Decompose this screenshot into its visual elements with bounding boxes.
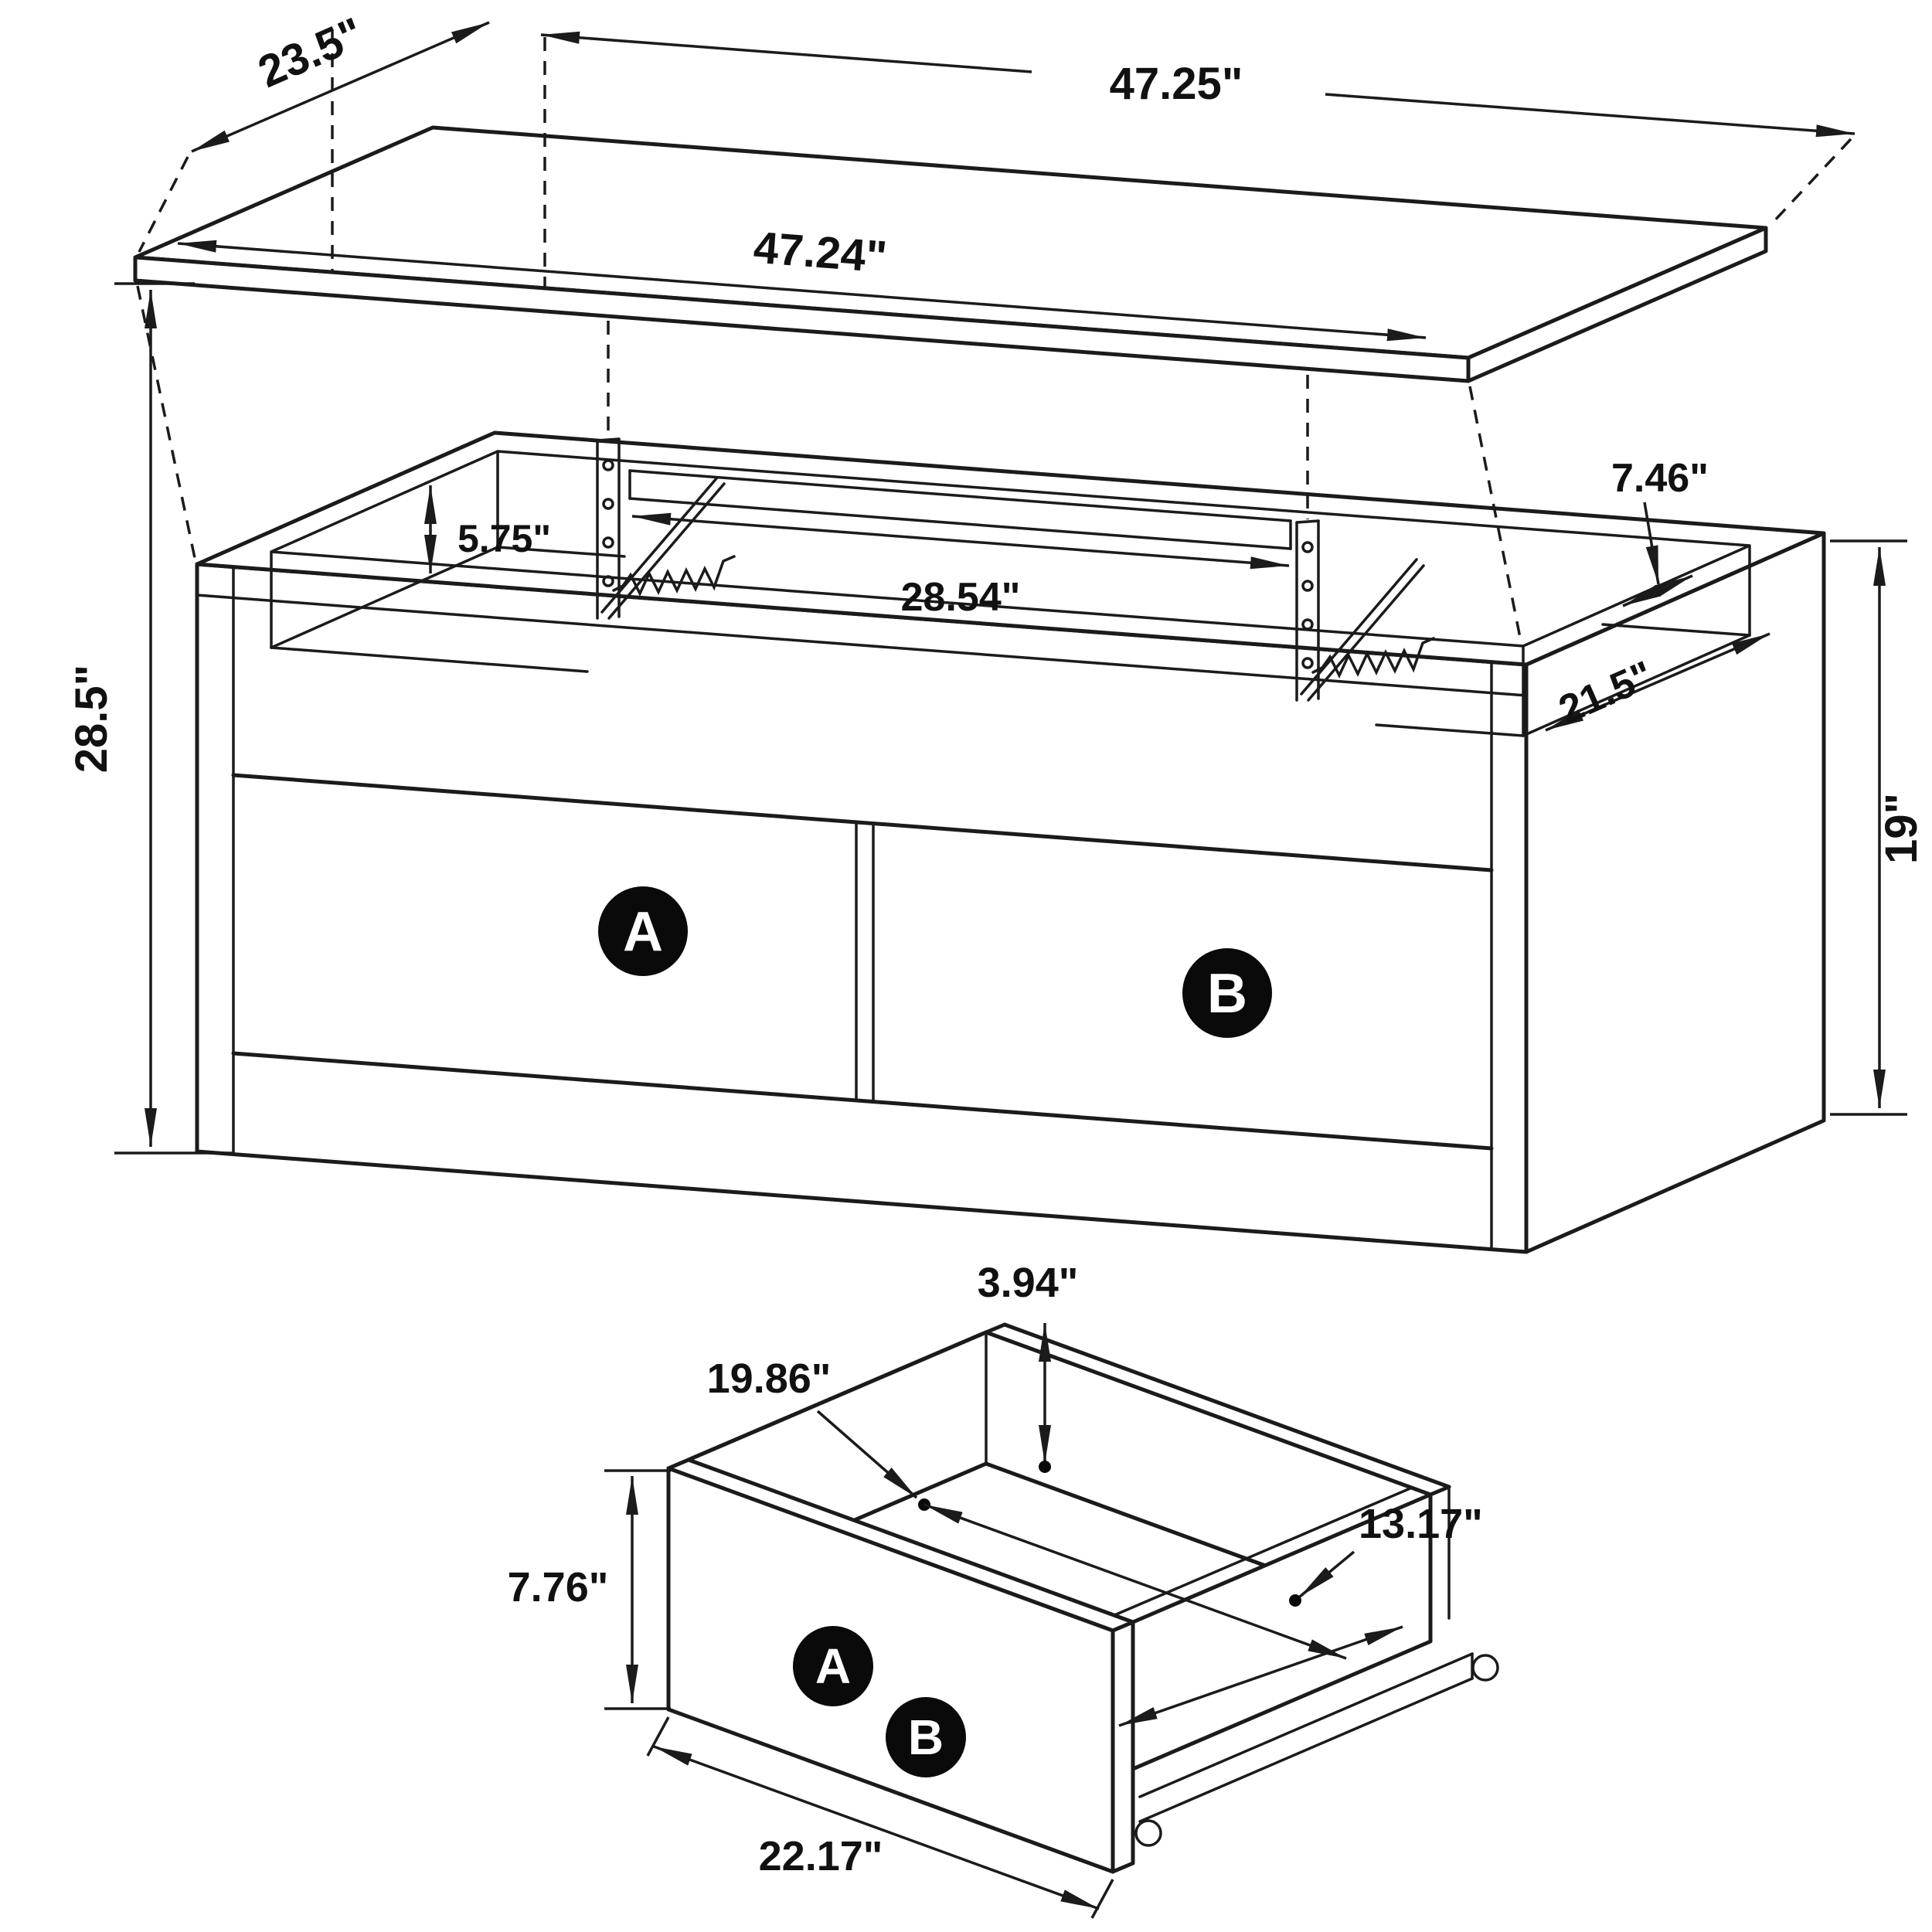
dimension-front-height: 7.76" (508, 1469, 671, 1710)
dim-top-length-label: 47.25" (1110, 59, 1243, 109)
dim-side-ledge-label: 7.46" (1611, 456, 1709, 501)
plank-right-face (1466, 226, 1768, 383)
drawer-a-badge: A (598, 886, 688, 976)
drawer-b-letter: B (1207, 963, 1247, 1025)
dim-back-height-label: 3.94" (978, 1260, 1079, 1306)
drawer-box (666, 1322, 1499, 1874)
body-front-face (195, 562, 1529, 1254)
table-base-body (195, 430, 1826, 1254)
dimension-side-ledge: 7.46" (1611, 456, 1709, 607)
table-top-plank (133, 125, 1768, 383)
drawer-a-badge-bottom: A (793, 1626, 873, 1706)
drawer-b-badge-bottom: B (886, 1697, 966, 1777)
dim-top-depth-label: 23.5" (251, 8, 371, 97)
dimension-back-height: 3.94" (978, 1260, 1079, 1473)
dim-lift-clearance-label: 5.75" (457, 517, 551, 560)
dim-base-height-label: 19" (1876, 793, 1927, 864)
drawer-b-badge: B (1182, 948, 1272, 1038)
drawer-back-panel (984, 1322, 1451, 1628)
dim-top-surface-length-label: 47.24" (752, 223, 889, 283)
dim-interior-depth-label: 13.17" (1359, 1501, 1483, 1547)
rail-wheel-front (1134, 1819, 1162, 1847)
dimension-front-width: 22.17" (646, 1716, 1114, 1919)
dimension-interior-width: 28.54" (631, 512, 1290, 620)
dimension-interior-depth: 13.17" (1118, 1501, 1483, 1727)
drawer-a-letter: A (623, 901, 663, 963)
right-spring (1311, 637, 1435, 679)
dimension-lift-clearance: 5.75" (424, 485, 551, 573)
dimension-base-height: 19" (1830, 539, 1927, 1116)
drawer-a-letter-bottom: A (815, 1638, 851, 1694)
dim-front-width-label: 22.17" (759, 1833, 883, 1879)
dim-front-height-label: 7.76" (508, 1564, 609, 1611)
dimension-overall-height: 28.5" (66, 282, 232, 1155)
drawer-b-letter-bottom: B (908, 1709, 944, 1765)
left-spring (612, 555, 736, 597)
dimension-top-surface-length: 47.24" (177, 223, 1427, 342)
dimension-top-length: 47.25" (540, 31, 1855, 138)
right-hinge-bracket (1295, 375, 1435, 702)
dimension-interior-length: 19.86" (707, 1355, 1347, 1660)
dim-interior-width-label: 28.54" (901, 575, 1021, 620)
dim-overall-height-label: 28.5" (66, 665, 117, 773)
rail-wheel-back (1471, 1654, 1499, 1682)
drawer-fronts (196, 565, 1528, 1251)
dim-interior-length-label: 19.86" (707, 1355, 832, 1402)
